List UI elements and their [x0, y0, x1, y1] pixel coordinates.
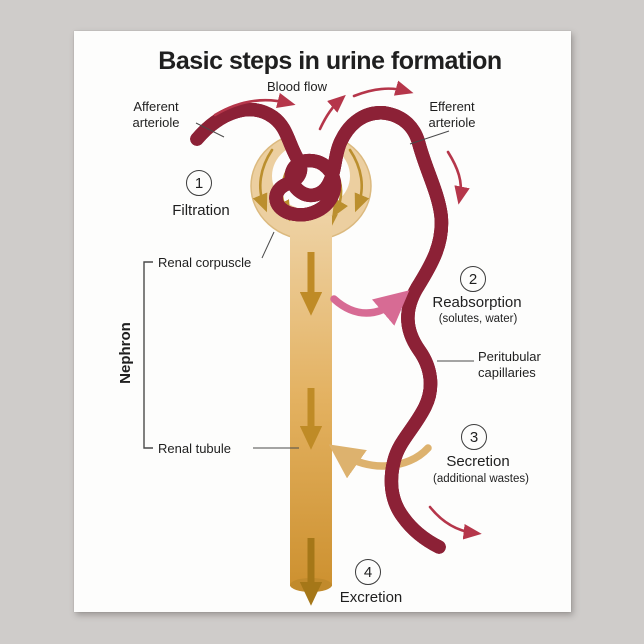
step-4-number: 4 — [355, 559, 381, 585]
step-3-secretion-label: Secretion — [446, 453, 510, 470]
renal-corpuscle-label: Renal corpuscle — [158, 255, 252, 270]
afferent-leader-line — [195, 122, 225, 138]
step-4-excretion-label: Excretion — [339, 589, 403, 606]
afferent-arteriole-label: Afferent arteriole — [132, 99, 180, 130]
nephron-label: Nephron — [116, 322, 134, 384]
step-2-reabsorption-label: Reabsorption — [432, 294, 522, 311]
renal-corpuscle-leader-line — [261, 231, 275, 259]
blood-flow-arrows — [213, 80, 482, 540]
step-1-number: 1 — [186, 170, 212, 196]
step-2-number: 2 — [460, 266, 486, 292]
reabsorption-arrow — [330, 290, 410, 326]
leader-lines — [143, 122, 474, 449]
renal-tubule-label: Renal tubule — [158, 441, 231, 456]
blood-vessel-path — [190, 110, 441, 547]
nephron-bracket — [143, 261, 153, 449]
peritubular-capillaries-label: Peritubular capillaries — [478, 349, 541, 380]
efferent-leader-line — [409, 130, 450, 145]
step-2-detail: (solutes, water) — [438, 313, 518, 325]
step-3-number: 3 — [461, 424, 487, 450]
blood-flow-label: Blood flow — [267, 79, 327, 94]
step-3-detail: (additional wastes) — [433, 473, 529, 485]
efferent-arteriole-label: Efferent arteriole — [428, 99, 476, 130]
page-title: Basic steps in urine formation — [158, 47, 502, 75]
step-1-filtration-label: Filtration — [172, 202, 230, 219]
secretion-arrow — [328, 444, 432, 479]
